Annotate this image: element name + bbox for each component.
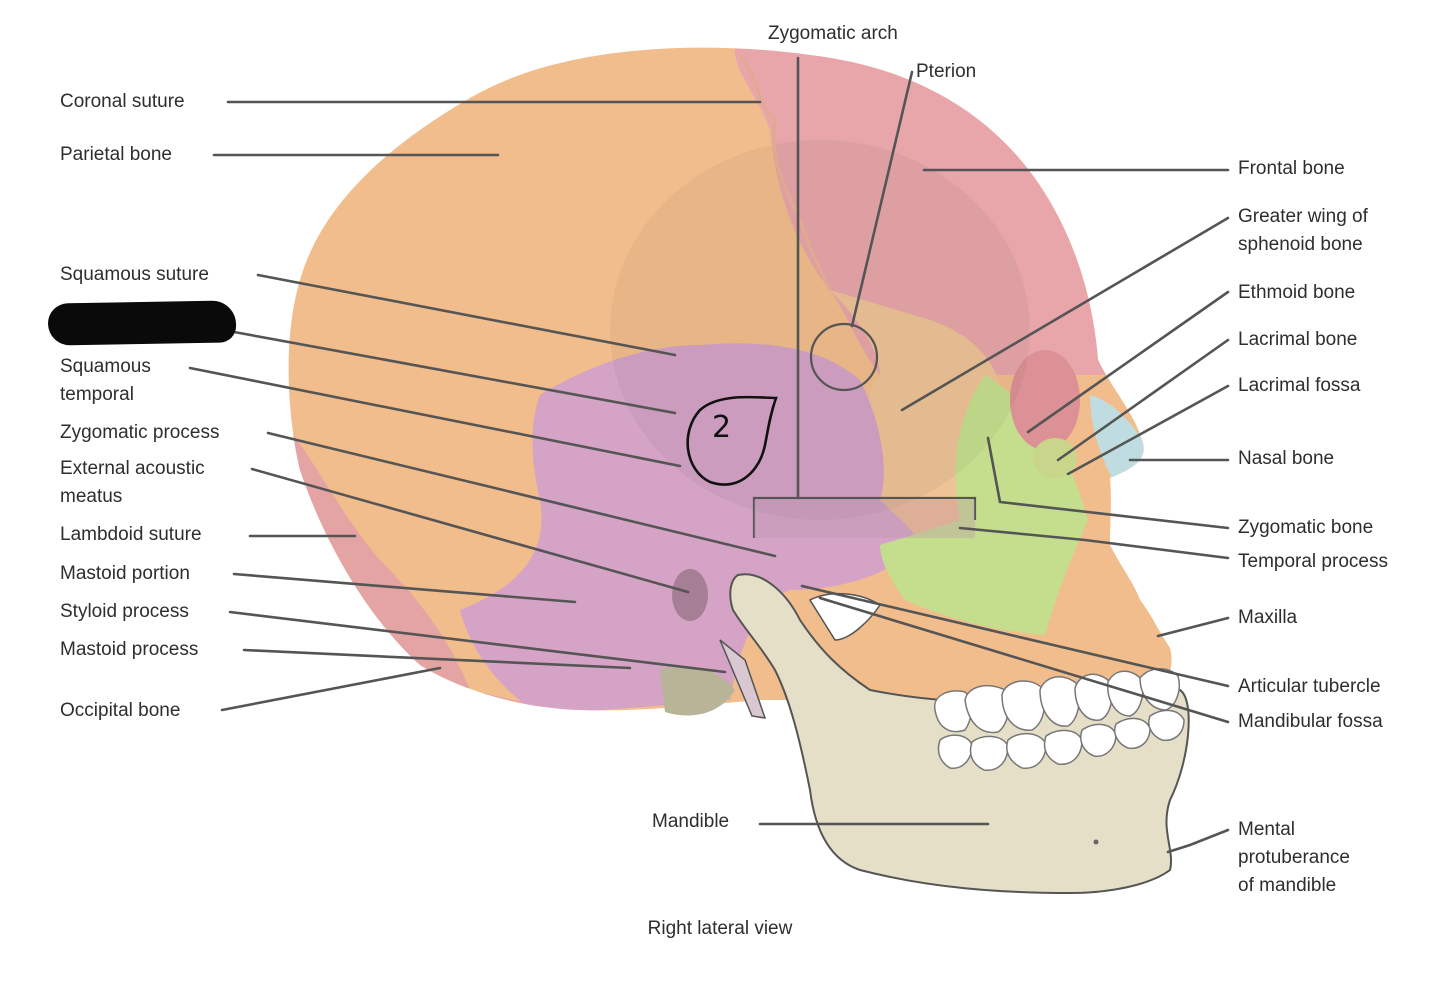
mandible-shape xyxy=(729,573,1190,895)
leader-pterion xyxy=(850,70,914,328)
leader-zygomatic-bone xyxy=(986,436,1230,530)
label-mandibular-fossa: Mandibular fossa xyxy=(1238,711,1383,732)
skull-base xyxy=(660,666,735,716)
ethmoid-patch xyxy=(1033,438,1077,478)
leader-squamous-temporal xyxy=(188,366,682,468)
label-coronal-suture: Coronal suture xyxy=(60,91,185,112)
leader-lines xyxy=(188,56,1230,854)
leader-mental-protuberance xyxy=(1166,828,1230,854)
leader-greater-wing xyxy=(900,216,1230,412)
label-articular-tubercle: Articular tubercle xyxy=(1238,676,1381,697)
leader-external-acoustic xyxy=(250,467,690,594)
label-mandible: Mandible xyxy=(652,811,730,832)
leader-ethmoid xyxy=(1026,290,1230,434)
label-parietal-bone: Parietal bone xyxy=(60,144,172,165)
label-frontal-bone: Frontal bone xyxy=(1238,158,1345,179)
leader-styloid xyxy=(228,610,727,674)
handwritten-number: 2 xyxy=(712,410,732,445)
temporal-fossa xyxy=(610,140,1030,520)
label-external-acoustic-meatus: External acoustic meatus xyxy=(60,458,205,507)
figure-caption: Right lateral view xyxy=(647,918,793,939)
coronal-suture-line xyxy=(738,54,832,291)
label-occipital-bone: Occipital bone xyxy=(60,700,181,721)
leader-mastoid-process xyxy=(242,648,632,670)
styloid xyxy=(719,639,767,719)
leader-maxilla xyxy=(1156,616,1230,638)
leader-zygomatic-process xyxy=(266,431,777,558)
redaction-mark xyxy=(47,300,237,346)
label-styloid-process: Styloid process xyxy=(60,601,189,622)
zygomatic-arch-bracket xyxy=(752,496,977,538)
zygomatic-arch-fill xyxy=(754,500,975,538)
label-ethmoid-bone: Ethmoid bone xyxy=(1238,282,1356,303)
label-nasal-bone: Nasal bone xyxy=(1238,448,1335,469)
nasal-region xyxy=(1090,395,1144,478)
ear-canal xyxy=(672,569,708,621)
leader-lacrimal-fossa xyxy=(1066,384,1230,476)
label-zygomatic-process: Zygomatic process xyxy=(60,422,220,443)
leader-squamous-suture xyxy=(256,273,677,357)
leader-mastoid-portion xyxy=(232,572,577,604)
label-lacrimal-bone: Lacrimal bone xyxy=(1238,329,1358,350)
leader-lacrimal-bone xyxy=(1056,338,1230,462)
label-pterion: Pterion xyxy=(916,61,977,82)
leader-redacted xyxy=(232,330,677,415)
label-zygomatic-bone: Zygomatic bone xyxy=(1238,517,1374,538)
handwritten-teardrop xyxy=(686,395,778,486)
label-squamous-suture: Squamous suture xyxy=(60,264,209,285)
mental-foramen xyxy=(1093,839,1099,845)
label-mastoid-process: Mastoid process xyxy=(60,639,199,660)
leader-occipital xyxy=(220,666,442,712)
label-maxilla: Maxilla xyxy=(1238,607,1298,628)
label-greater-wing-sphenoid: Greater wing of sphenoid bone xyxy=(1238,206,1368,255)
temporal-region xyxy=(460,343,920,711)
label-mental-protuberance: Mental protuberance of mandible xyxy=(1238,819,1350,896)
leader-mandibular-fossa xyxy=(818,596,1230,724)
label-zygomatic-arch: Zygomatic arch xyxy=(768,23,898,44)
label-squamous-temporal: Squamous temporal xyxy=(60,356,151,405)
maxilla-region xyxy=(905,520,1170,700)
pterion-circle xyxy=(809,322,879,392)
label-lacrimal-fossa: Lacrimal fossa xyxy=(1238,375,1361,396)
teeth xyxy=(934,668,1185,771)
label-temporal-process: Temporal process xyxy=(1238,551,1388,572)
leader-articular-tubercle xyxy=(800,584,1230,688)
leader-temporal-process xyxy=(958,526,1230,560)
label-lambdoid-suture: Lambdoid suture xyxy=(60,524,202,545)
orbit xyxy=(1010,350,1080,450)
label-mastoid-portion: Mastoid portion xyxy=(60,563,190,584)
